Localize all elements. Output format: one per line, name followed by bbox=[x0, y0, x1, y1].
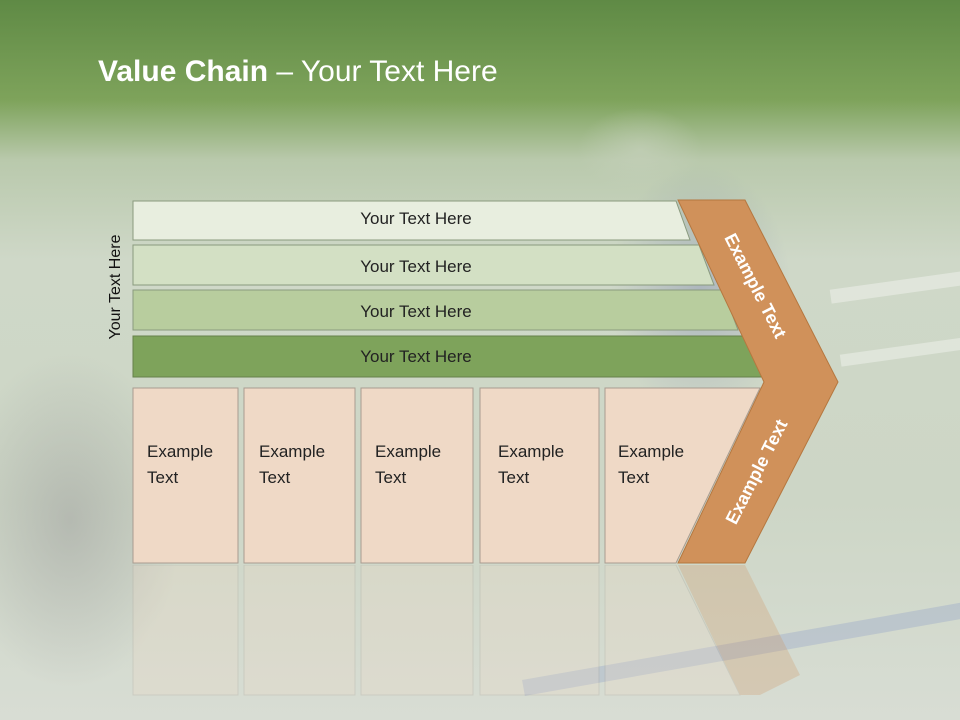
band-label-3: Your Text Here bbox=[360, 302, 472, 321]
band-3 bbox=[132, 289, 739, 331]
slide-title: Value Chain – Your Text Here bbox=[98, 55, 498, 89]
cell-3 bbox=[360, 387, 474, 564]
band-1 bbox=[132, 200, 691, 241]
cell-label-4: Example Text bbox=[498, 442, 565, 487]
cell-label-2: Example Text bbox=[259, 442, 326, 487]
title-bold: Value Chain bbox=[98, 55, 269, 88]
reflection-shapes bbox=[132, 565, 800, 696]
chevron-arrow bbox=[677, 199, 839, 564]
band-label-2: Your Text Here bbox=[360, 257, 472, 276]
cell-label-1: Example Text bbox=[147, 442, 214, 487]
cell-5 bbox=[604, 387, 761, 564]
diagram-reflection bbox=[0, 565, 960, 720]
band-2 bbox=[132, 244, 715, 286]
cell-label-3: Example Text bbox=[375, 442, 442, 487]
title-rest: – Your Text Here bbox=[268, 55, 498, 88]
cell-4 bbox=[479, 387, 600, 564]
band-label-4: Your Text Here bbox=[360, 347, 472, 366]
cell-1 bbox=[132, 387, 239, 564]
cell-2 bbox=[243, 387, 356, 564]
cell-label-5: Example Text bbox=[618, 442, 685, 487]
band-label-1: Your Text Here bbox=[360, 209, 472, 228]
